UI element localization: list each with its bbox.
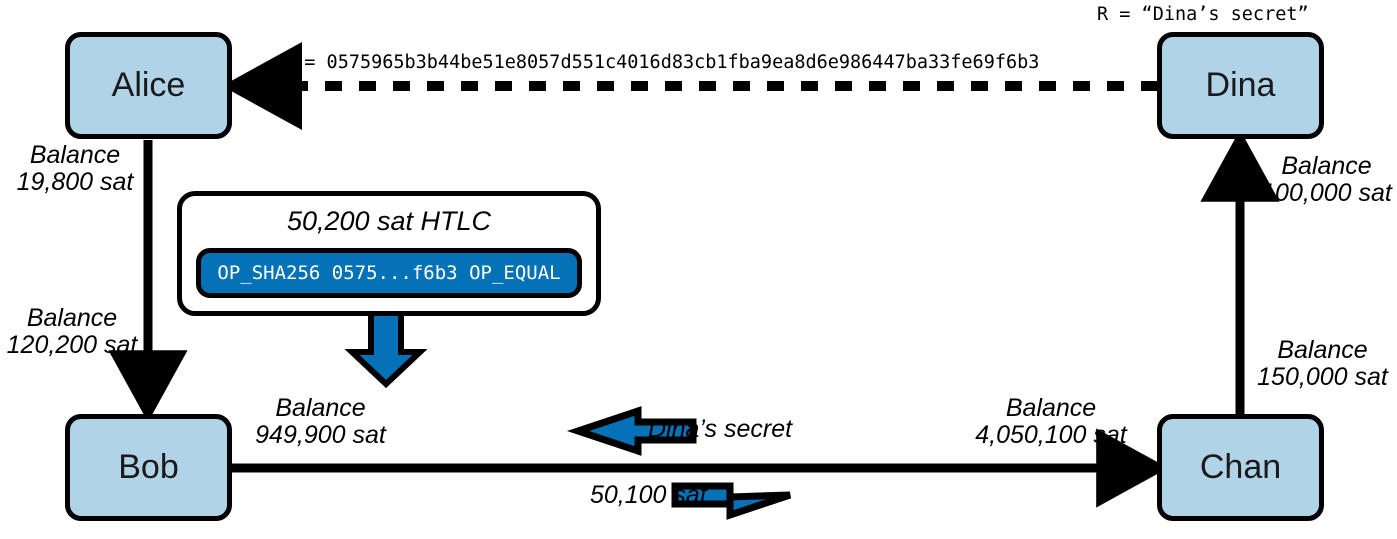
- htlc-script-box[interactable]: OP_SHA256 0575...f6b3 OP_EQUAL: [196, 248, 582, 298]
- balance-alice-bottom: Balance 120,200 sat: [6, 304, 138, 359]
- payment-right-arrow-icon: [671, 482, 792, 520]
- balance-bob-channel: Balance 949,900 sat: [255, 394, 386, 449]
- secret-note: R = “Dina’s secret”: [1097, 4, 1309, 25]
- htlc-amount-label: 50,200 sat HTLC: [286, 206, 492, 236]
- secret-flow-label: Dina’s secret: [648, 415, 793, 443]
- node-bob-label: Bob: [118, 448, 179, 486]
- secret-left-arrow-outline-icon: [566, 406, 697, 456]
- node-chan[interactable]: Chan: [1157, 414, 1324, 521]
- node-chan-label: Chan: [1199, 448, 1282, 486]
- node-alice-label: Alice: [111, 66, 186, 104]
- node-dina-label: Dina: [1205, 66, 1276, 104]
- balance-dina-top: Balance 100,000 sat: [1261, 152, 1392, 207]
- balance-chan-right: Balance 150,000 sat: [1257, 336, 1388, 391]
- htlc-card[interactable]: 50,200 sat HTLC OP_SHA256 0575...f6b3 OP…: [177, 191, 601, 316]
- node-bob[interactable]: Bob: [65, 414, 232, 521]
- htlc-down-arrow-icon: [344, 308, 428, 389]
- node-alice[interactable]: Alice: [65, 32, 232, 139]
- node-dina[interactable]: Dina: [1157, 32, 1324, 139]
- hash-note: H = 0575965b3b44be51e8057d551c4016d83cb1…: [282, 52, 1040, 73]
- balance-alice-top: Balance 19,800 sat: [16, 141, 134, 196]
- payment-flow-label: 50,100 sat: [590, 481, 707, 509]
- balance-chan-channel: Balance 4,050,100 sat: [975, 394, 1127, 449]
